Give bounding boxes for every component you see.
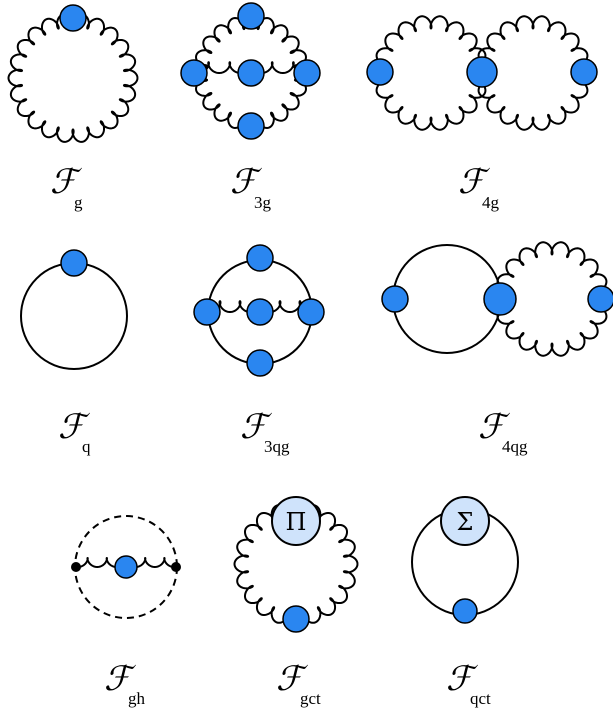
label-F-3qg: ℱ 3qg bbox=[240, 407, 290, 456]
F-4qg-vertex-center bbox=[483, 282, 517, 316]
F-gct-vertex-bottom bbox=[282, 605, 310, 633]
F-4g-vertex-right bbox=[570, 58, 598, 86]
label-F-gh: ℱ gh bbox=[104, 659, 146, 708]
label-F-gct: ℱ gct bbox=[276, 659, 321, 708]
F-gh-vertex-right bbox=[171, 562, 181, 572]
label-F-gct-subscript: gct bbox=[300, 689, 321, 708]
F-3qg-vertex-right bbox=[297, 298, 325, 326]
F-3qg-vertex-left bbox=[193, 298, 221, 326]
label-F-4qg-subscript: 4qg bbox=[502, 437, 528, 456]
F-gh-vertex-center bbox=[114, 555, 138, 579]
F-qct-sigma-insertion bbox=[440, 496, 490, 546]
F-4qg-vertex-right bbox=[587, 285, 613, 313]
F-g-vertex-top bbox=[59, 4, 87, 32]
F-gct-pi-insertion bbox=[271, 496, 321, 546]
pi-insertion-label: Π bbox=[286, 508, 307, 536]
F-q-quark-loop bbox=[20, 262, 128, 370]
vertices bbox=[59, 2, 613, 633]
F-3qg-vertex-center bbox=[246, 298, 274, 326]
F-4qg-vertex-left bbox=[381, 285, 409, 313]
F-3g-vertex-center bbox=[237, 59, 265, 87]
F-3qg-vertex-bottom bbox=[246, 349, 274, 377]
label-F-4qg: ℱ 4qg bbox=[478, 407, 528, 456]
F-4g-vertex-left bbox=[366, 58, 394, 86]
label-F-qct-subscript: qct bbox=[470, 689, 491, 708]
F-3g-vertex-left bbox=[180, 59, 208, 87]
F-q-vertex-top bbox=[60, 249, 88, 277]
label-F-3g-subscript: 3g bbox=[254, 193, 272, 212]
label-F-qct: ℱ qct bbox=[446, 659, 491, 708]
label-F-q: ℱ q bbox=[58, 407, 91, 456]
label-F-g: ℱ g bbox=[50, 162, 83, 212]
F-gh-vertex-left bbox=[71, 562, 81, 572]
F-4g-vertex-center bbox=[466, 56, 498, 88]
label-F-3g: ℱ 3g bbox=[230, 162, 272, 212]
label-F-3qg-subscript: 3qg bbox=[264, 437, 290, 456]
F-g-gluon-loop bbox=[7, 13, 139, 143]
label-F-4g-subscript: 4g bbox=[482, 193, 500, 212]
F-3g-vertex-top bbox=[237, 2, 265, 30]
label-F-4g: ℱ 4g bbox=[458, 162, 500, 212]
label-F-gh-subscript: gh bbox=[128, 689, 146, 708]
F-qct-vertex-bottom bbox=[452, 598, 478, 624]
F-3g-vertex-bottom bbox=[237, 112, 265, 140]
sigma-insertion-label: Σ bbox=[457, 508, 474, 536]
label-F-g-subscript: g bbox=[74, 193, 83, 212]
label-F-q-subscript: q bbox=[82, 437, 91, 456]
F-3g-vertex-right bbox=[293, 59, 321, 87]
F-3qg-vertex-top bbox=[246, 244, 274, 272]
